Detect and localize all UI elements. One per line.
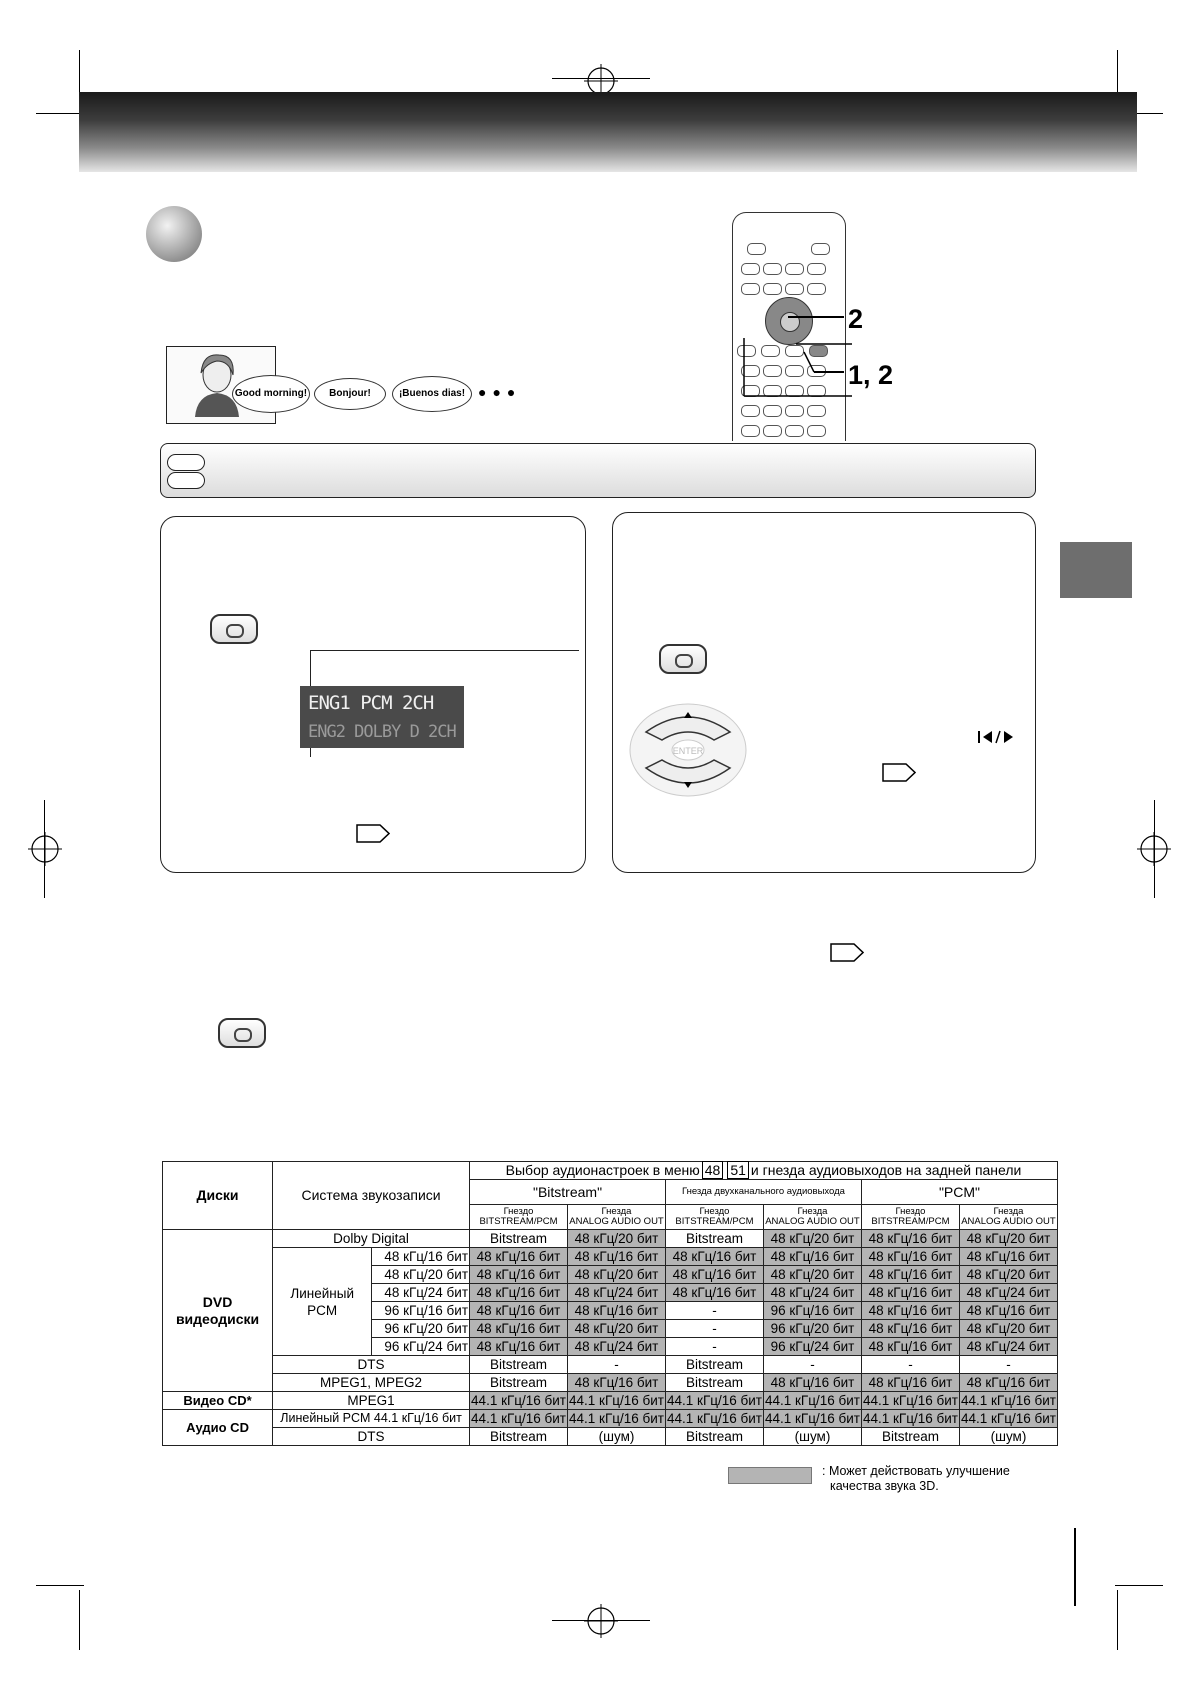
table-row: Аудио CD Линейный PCM 44.1 кГц/16 бит 44… (161, 1409, 1059, 1446)
dpad-icon: ENTER (629, 703, 747, 797)
audio-button-icon (218, 1018, 266, 1048)
audio-button-icon (210, 614, 258, 644)
header-bitstream: "Bitstream" (469, 1179, 666, 1205)
table-row: MPEG1, MPEG2 Bitstream 48 кГц/16 бит Bit… (163, 1373, 1059, 1392)
table-row: Видео CD* MPEG1 44.1 кГц/16 бит 44.1 кГц… (161, 1391, 1059, 1410)
crop-mark (1117, 1590, 1118, 1650)
osd-display: ENG1 PCM 2CH ENG2 DOLBY D 2CH (300, 686, 464, 748)
speech-bubble: Good morning! (232, 375, 310, 413)
dpad-enter-label: ENTER (673, 746, 704, 756)
header-sound-system: Система звукозаписи (272, 1161, 471, 1230)
page-ref-arrow-icon (356, 824, 390, 843)
remote-label-1-2: 1, 2 (848, 360, 894, 390)
header-pcm: "PCM" (860, 1179, 1059, 1205)
disc-type-oval-icon (167, 454, 205, 471)
vcd-label: Видео CD* (161, 1391, 274, 1410)
legend-swatch (728, 1467, 812, 1484)
linear-pcm-label: Линейный PCM (272, 1247, 373, 1356)
crop-mark (1117, 50, 1118, 110)
legend-text: : Может действовать улучшение качества з… (822, 1464, 1010, 1493)
page-ref-51: 51 (727, 1161, 749, 1179)
disc-type-oval-icon (167, 472, 205, 489)
crop-mark (1115, 1585, 1163, 1586)
osd-line-2: ENG2 DOLBY D 2CH (308, 722, 457, 742)
crop-mark (1074, 1528, 1076, 1606)
side-tab (1060, 542, 1132, 598)
registration-mark (1137, 832, 1171, 866)
page-ref-arrow-icon (830, 943, 864, 962)
crop-mark (79, 1590, 80, 1650)
speech-bubble: Bonjour! (314, 378, 386, 410)
table-row: Линейный PCM 48 кГц/16 бит 48 кГц/16 бит… (163, 1247, 1059, 1356)
woman-icon (195, 354, 239, 417)
acd-label: Аудио CD (161, 1409, 274, 1446)
table-row: DTS Bitstream (шум) Bitstream (шум) Bits… (163, 1427, 1059, 1446)
remote-control (732, 212, 846, 441)
audio-output-table: Диски Система звукозаписи Выбор аудионас… (161, 1161, 1059, 1446)
table-row: DTS Bitstream - Bitstream - - - (163, 1355, 1059, 1374)
instruction-panel-right (612, 512, 1036, 873)
speech-bubble: ¡Buenos dias! (392, 376, 472, 412)
header-two-channel: Гнезда двухканального аудиовыхода (665, 1179, 862, 1205)
registration-mark (584, 1604, 618, 1638)
table-row: 96 кГц/24 бит 48 кГц/16 бит 48 кГц/24 би… (163, 1337, 1059, 1356)
header-band (79, 92, 1137, 172)
remote-callout-lines (743, 316, 852, 397)
page-ref-arrow-icon (882, 763, 916, 782)
table-row: 96 кГц/16 бит 48 кГц/16 бит 48 кГц/16 би… (163, 1301, 1059, 1320)
section-ball-icon (146, 206, 202, 262)
table-row: 48 кГц/20 бит 48 кГц/16 бит 48 кГц/20 би… (163, 1265, 1059, 1284)
header-discs: Диски (161, 1161, 274, 1230)
registration-mark (28, 832, 62, 866)
dvd-label: DVD видеодиски (161, 1229, 274, 1392)
left-right-arrows-icon (978, 730, 1013, 744)
audio-button-icon (659, 644, 707, 674)
crop-mark (79, 50, 80, 110)
crop-mark (1115, 113, 1163, 114)
page-ref-48: 48 (701, 1161, 724, 1179)
table-row: 96 кГц/20 бит 48 кГц/16 бит 48 кГц/20 би… (163, 1319, 1059, 1338)
remote-label-2: 2 (848, 304, 864, 334)
disc-type-bar (160, 443, 1036, 498)
crop-mark (36, 113, 84, 114)
crop-mark (36, 1585, 84, 1586)
table-row: DVD видеодиски Dolby Digital Bitstream 4… (161, 1229, 1059, 1392)
osd-line-1: ENG1 PCM 2CH (308, 692, 434, 714)
ellipsis-dots: ●●● (478, 384, 522, 400)
